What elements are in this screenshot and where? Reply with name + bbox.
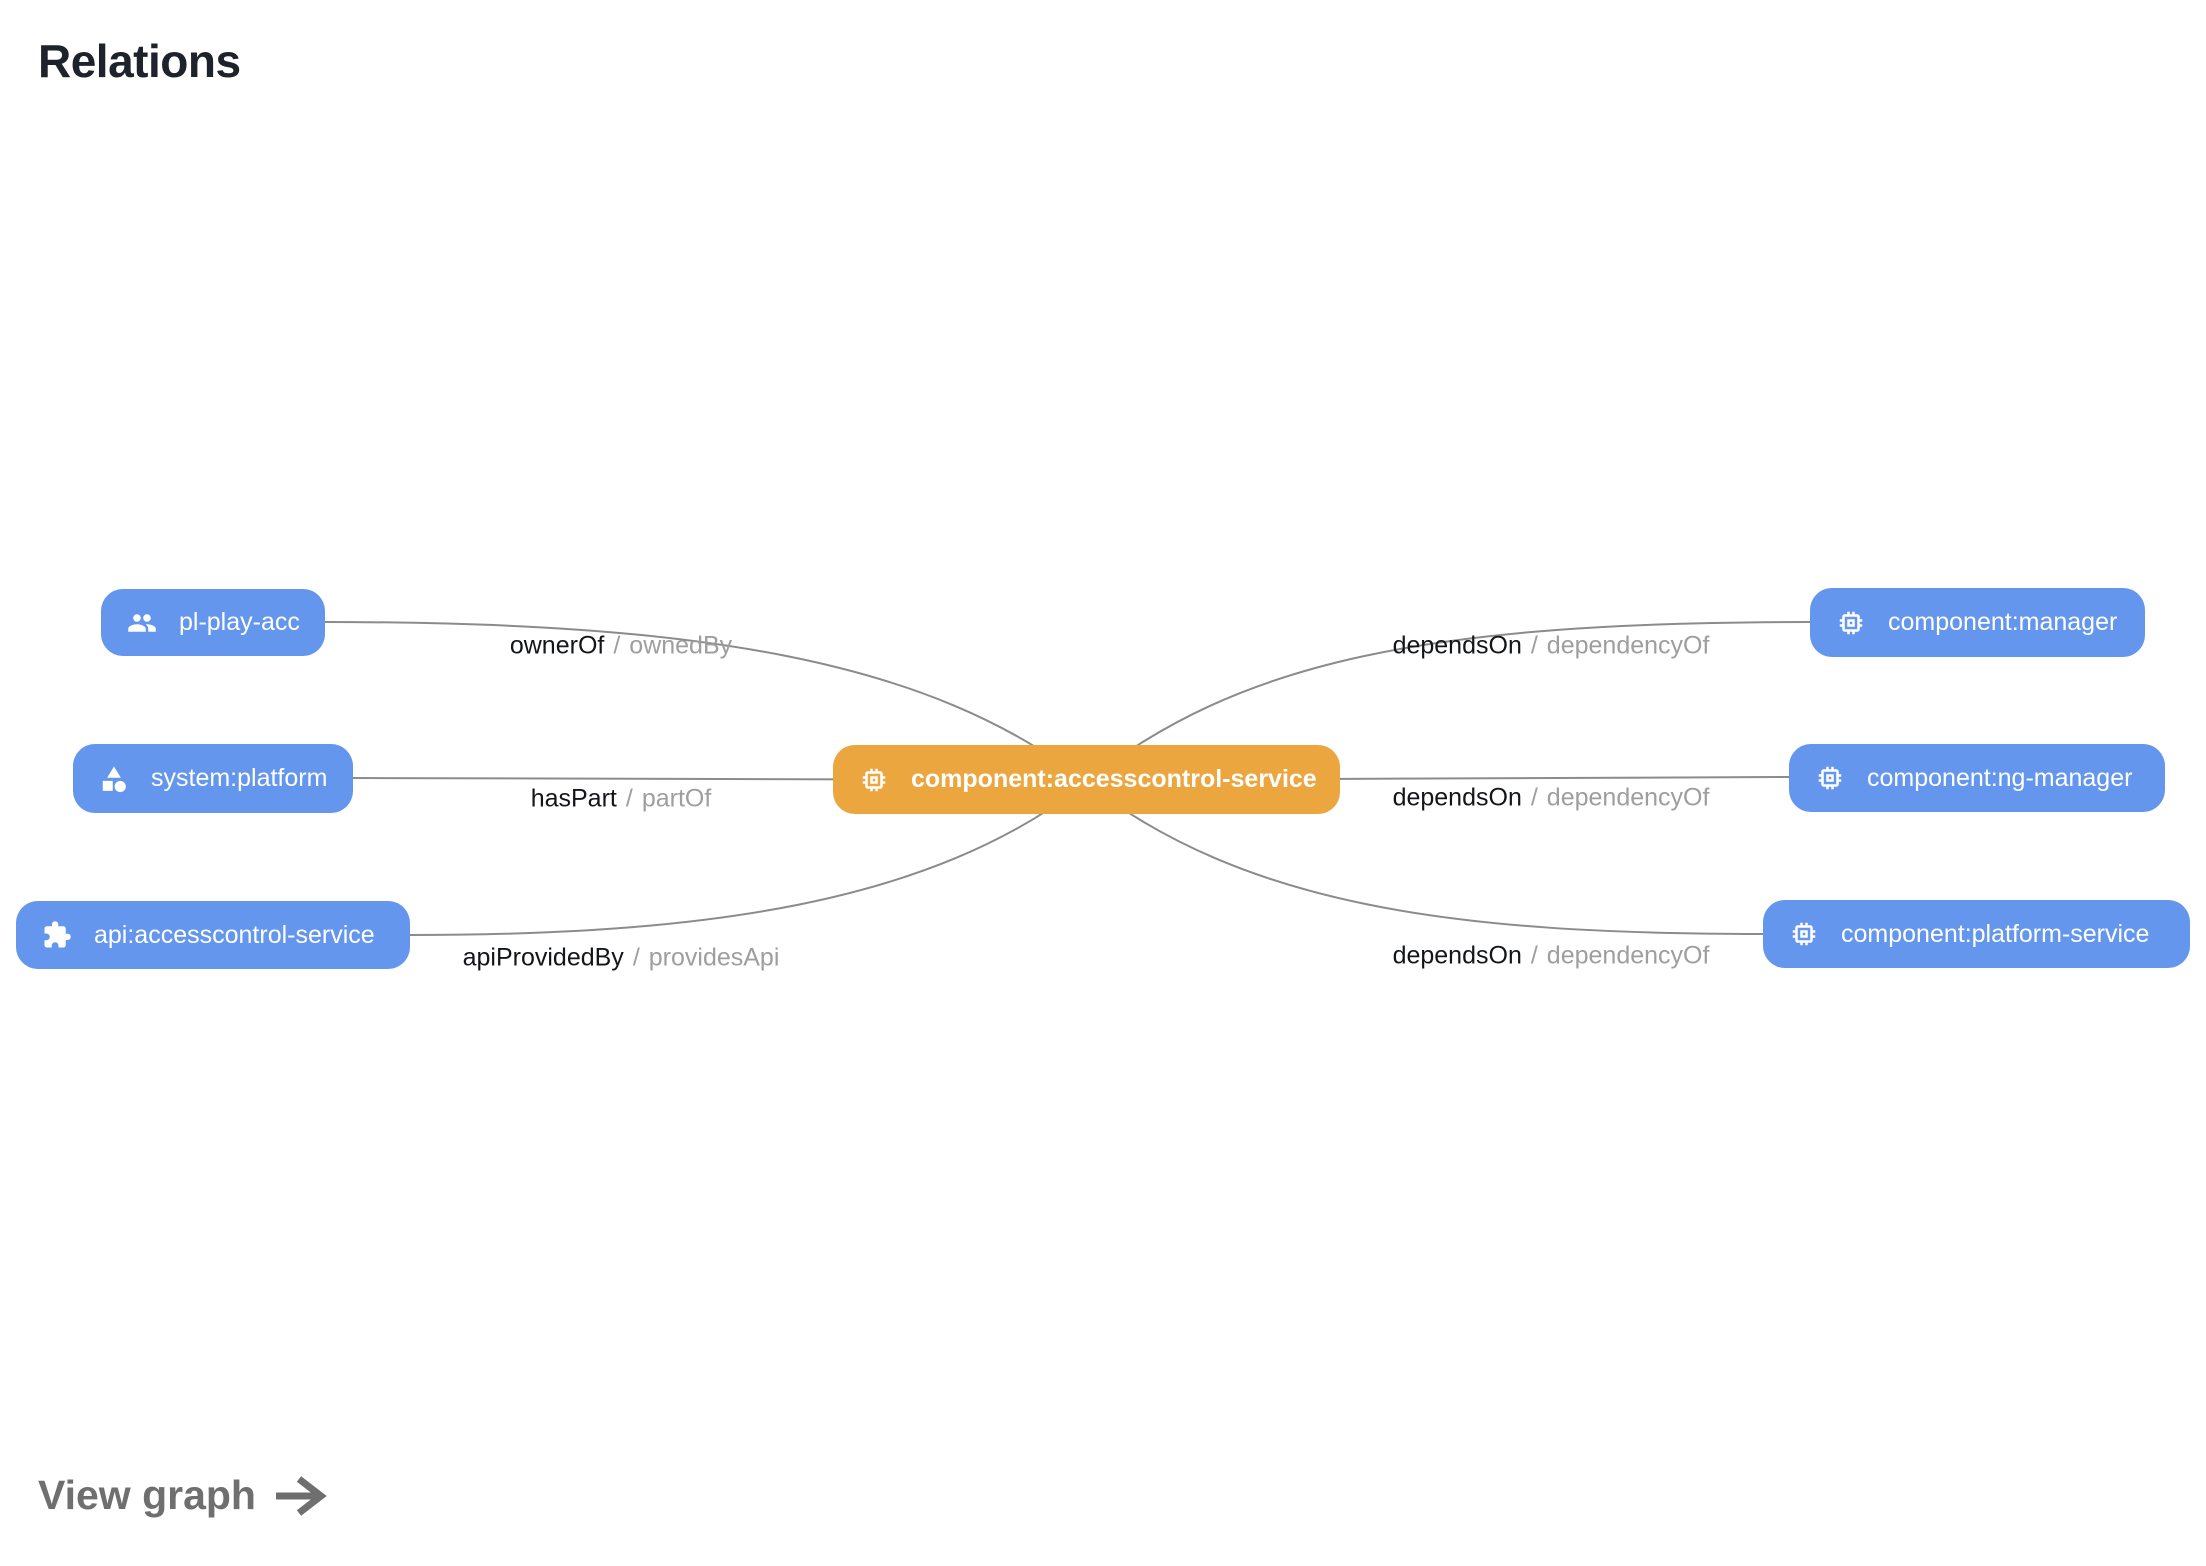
relation-forward: apiProvidedBy bbox=[462, 943, 624, 972]
relation-separator: / bbox=[632, 943, 640, 972]
people-icon bbox=[127, 608, 157, 638]
edge-label-apiprovidedby: apiProvidedBy / providesApi bbox=[463, 944, 780, 973]
node-label: api:accesscontrol-service bbox=[94, 920, 375, 949]
node-label: component:manager bbox=[1888, 608, 2118, 636]
relation-reverse: dependencyOf bbox=[1546, 631, 1710, 660]
edge-label-dependson-1: dependsOn / dependencyOf bbox=[1393, 632, 1710, 661]
puzzle-icon bbox=[42, 920, 72, 950]
relation-forward: dependsOn bbox=[1392, 783, 1522, 812]
relation-forward: dependsOn bbox=[1392, 631, 1522, 660]
node-component-accesscontrol-service[interactable]: component:accesscontrol-service bbox=[833, 745, 1340, 814]
memory-chip-icon bbox=[859, 765, 889, 795]
relation-forward: hasPart bbox=[530, 784, 617, 813]
node-label: component:accesscontrol-service bbox=[911, 765, 1317, 793]
node-label: component:platform-service bbox=[1841, 919, 2150, 948]
edge-label-ownerof: ownerOf / ownedBy bbox=[510, 632, 732, 661]
node-component-ng-manager[interactable]: component:ng-manager bbox=[1789, 744, 2165, 812]
view-graph-link[interactable]: View graph bbox=[38, 1472, 328, 1519]
relation-reverse: dependencyOf bbox=[1546, 941, 1710, 970]
relation-separator: / bbox=[1530, 783, 1538, 812]
view-graph-label: View graph bbox=[38, 1472, 256, 1518]
relation-reverse: dependencyOf bbox=[1546, 783, 1710, 812]
relation-forward: ownerOf bbox=[509, 631, 605, 660]
relation-reverse: ownedBy bbox=[629, 631, 733, 660]
edge-label-haspart: hasPart / partOf bbox=[531, 785, 712, 814]
relation-separator: / bbox=[1530, 631, 1538, 660]
relation-separator: / bbox=[625, 784, 633, 813]
arrow-right-icon bbox=[275, 1475, 327, 1516]
memory-chip-icon bbox=[1836, 608, 1866, 638]
node-label: component:ng-manager bbox=[1867, 763, 2133, 792]
category-icon bbox=[99, 764, 129, 794]
relation-reverse: partOf bbox=[641, 784, 712, 813]
node-system-platform[interactable]: system:platform bbox=[73, 744, 353, 813]
node-label: system:platform bbox=[151, 764, 328, 792]
node-component-platform-service[interactable]: component:platform-service bbox=[1763, 900, 2190, 968]
node-pl-play-acc[interactable]: pl-play-acc bbox=[101, 589, 325, 656]
relation-separator: / bbox=[613, 631, 621, 660]
node-api-accesscontrol-service[interactable]: api:accesscontrol-service bbox=[16, 901, 410, 969]
edge-dependson-platform-service-line bbox=[1085, 782, 1764, 935]
edge-ownerof-line bbox=[324, 621, 1087, 783]
page-title: Relations bbox=[38, 35, 241, 87]
edge-label-dependson-3: dependsOn / dependencyOf bbox=[1393, 942, 1710, 971]
edge-label-dependson-2: dependsOn / dependencyOf bbox=[1393, 784, 1710, 813]
memory-chip-icon bbox=[1789, 919, 1819, 949]
node-label: pl-play-acc bbox=[179, 608, 300, 636]
relation-reverse: providesApi bbox=[648, 943, 780, 972]
memory-chip-icon bbox=[1815, 763, 1845, 793]
node-component-manager[interactable]: component:manager bbox=[1810, 588, 2145, 657]
edge-dependson-manager-line bbox=[1085, 621, 1811, 783]
relation-forward: dependsOn bbox=[1392, 941, 1522, 970]
relation-separator: / bbox=[1530, 941, 1538, 970]
edge-apiprovidedby-line bbox=[409, 782, 1087, 936]
